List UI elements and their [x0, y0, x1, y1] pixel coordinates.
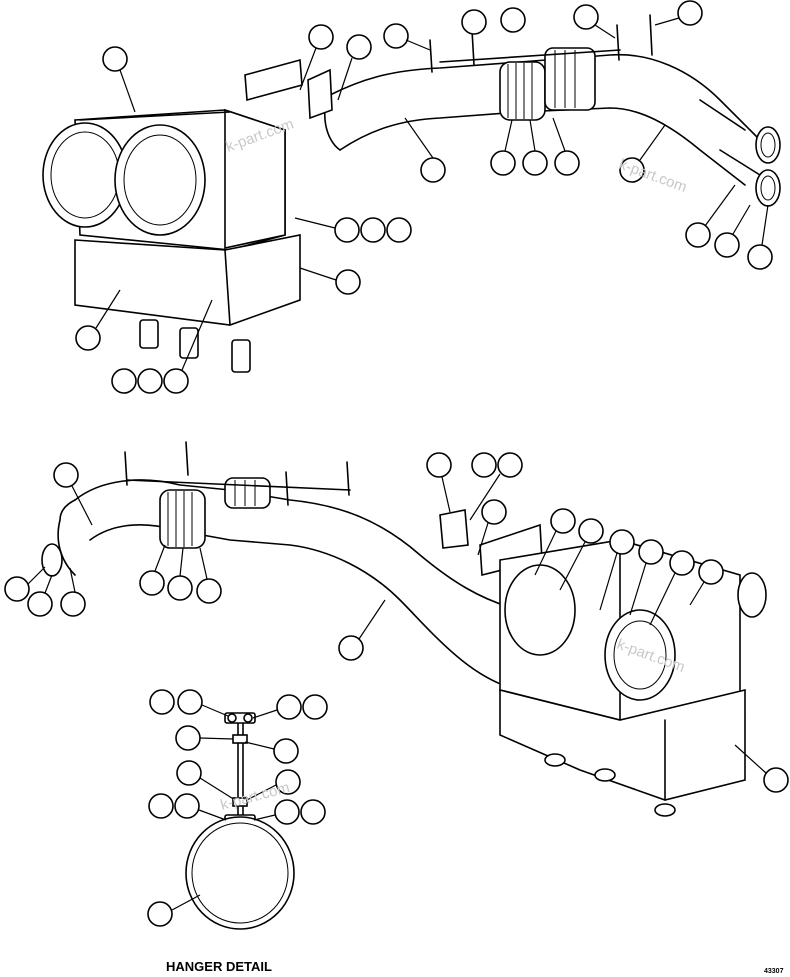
callout-balloon — [147, 901, 173, 927]
callout-balloon — [27, 591, 53, 617]
callout-balloon — [335, 269, 361, 295]
callout-balloon — [471, 452, 497, 478]
callout-balloon — [426, 452, 452, 478]
top-hangers — [429, 14, 653, 73]
bottom-bellows-1 — [159, 489, 206, 549]
callout-balloon — [481, 499, 507, 525]
callout-balloon — [522, 150, 548, 176]
callout-balloon — [420, 157, 446, 183]
top-assembly — [42, 0, 781, 394]
callout-balloon — [669, 550, 695, 576]
callout-balloon — [302, 694, 328, 720]
callout-balloon — [308, 24, 334, 50]
bottom-hangers — [124, 441, 351, 506]
callout-balloon — [609, 529, 635, 555]
callout-balloon — [273, 738, 299, 764]
callout-balloon — [550, 508, 576, 534]
hanger-detail-caption: HANGER DETAIL — [166, 959, 272, 974]
callout-balloon — [383, 23, 409, 49]
callout-balloon — [360, 217, 386, 243]
callout-balloon — [300, 799, 326, 825]
top-clamp-bracket — [307, 68, 333, 120]
bottom-outlet-left — [41, 543, 63, 577]
top-bellows-1 — [499, 61, 546, 121]
callout-balloon — [554, 150, 580, 176]
callout-balloon — [163, 368, 189, 394]
callout-balloon — [176, 760, 202, 786]
callout-balloon — [276, 694, 302, 720]
callout-balloon — [573, 4, 599, 30]
top-outlets — [699, 99, 781, 207]
callout-balloon — [619, 157, 645, 183]
top-air-cleaner — [42, 108, 301, 373]
callout-balloon — [139, 570, 165, 596]
callout-balloon — [698, 559, 724, 585]
callout-balloon — [500, 7, 526, 33]
callout-balloon — [334, 217, 360, 243]
callout-balloon — [60, 591, 86, 617]
drawing-number: 43307 — [764, 968, 784, 975]
callout-balloon — [111, 368, 137, 394]
callout-balloon — [685, 222, 711, 248]
top-bracket — [244, 58, 303, 102]
callout-balloon — [346, 34, 372, 60]
top-callouts — [75, 0, 773, 394]
bottom-callouts — [4, 452, 789, 793]
callout-balloon — [177, 689, 203, 715]
callout-balloon — [714, 232, 740, 258]
callout-balloon — [196, 578, 222, 604]
callout-balloon — [53, 462, 79, 488]
callout-balloon — [578, 518, 604, 544]
callout-balloon — [638, 539, 664, 565]
callout-balloon — [747, 244, 773, 270]
callout-balloon — [386, 217, 412, 243]
callout-balloon — [490, 150, 516, 176]
callout-balloon — [175, 725, 201, 751]
callout-balloon — [275, 769, 301, 795]
callout-balloon — [677, 0, 703, 26]
callout-balloon — [338, 635, 364, 661]
callout-balloon — [148, 793, 174, 819]
callout-balloon — [461, 9, 487, 35]
top-bellows-2 — [544, 47, 596, 111]
callout-balloon — [167, 575, 193, 601]
callout-balloon — [149, 689, 175, 715]
bottom-bellows-2 — [224, 477, 271, 509]
callout-balloon — [274, 799, 300, 825]
callout-balloon — [137, 368, 163, 394]
callout-balloon — [102, 46, 128, 72]
callout-balloon — [4, 576, 30, 602]
bottom-air-cleaner — [499, 539, 767, 817]
callout-balloon — [763, 767, 789, 793]
callout-balloon — [75, 325, 101, 351]
hanger-detail: HANGER DETAIL — [147, 689, 328, 974]
callout-balloon — [497, 452, 523, 478]
callout-balloon — [174, 793, 200, 819]
bottom-bracket — [439, 509, 469, 549]
bottom-assembly — [4, 441, 789, 817]
